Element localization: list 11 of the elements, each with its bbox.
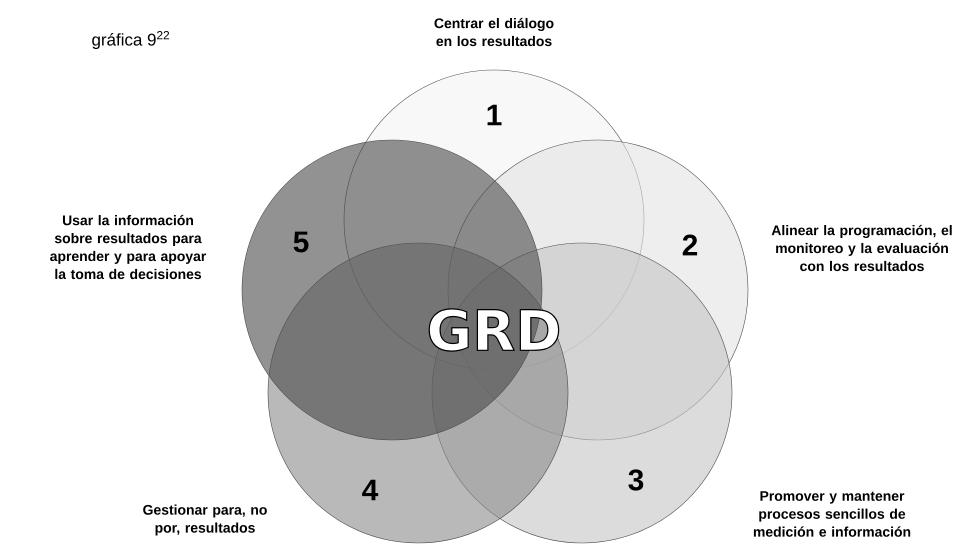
description-text: Usar la información sobre resultados para aprender y para apoyar la toma de decisiones	[50, 214, 206, 280]
description-text: Promover y mantener procesos sencillos de medición e información	[754, 491, 910, 537]
circle-number: 5	[294, 232, 308, 252]
circle-number: 4	[362, 480, 378, 500]
figure-title: gráfica 9$^{22}$	[92, 30, 170, 50]
description-text: Gestionar para, no por, resultados	[143, 504, 267, 536]
description-text: Centrar el diálogo en los resultados	[434, 18, 554, 46]
description-text: Alinear la programación, el monitoreo y la evaluación con los resultados	[772, 224, 952, 272]
circle-number: 3	[628, 469, 644, 491]
circle-number: 2	[682, 234, 698, 256]
circle-number: 1	[488, 104, 502, 126]
